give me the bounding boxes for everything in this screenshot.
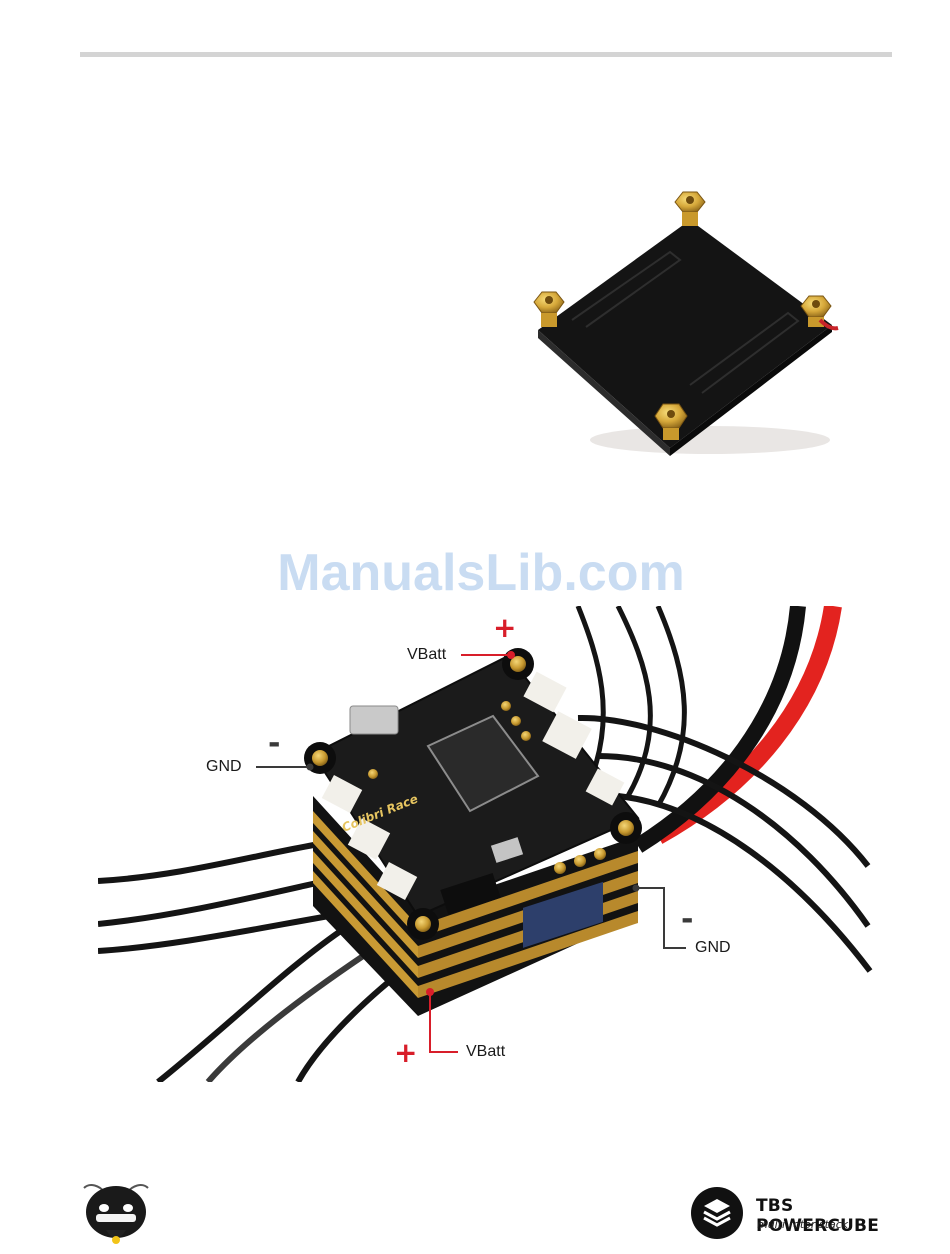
blacksheep-logo	[78, 1178, 154, 1248]
brand-subtitle: multi rotor stack	[757, 1218, 848, 1231]
vbatt-label-top: VBatt	[407, 646, 446, 664]
callout-gnd-right	[636, 888, 686, 948]
gnd-label-right: GND	[695, 939, 731, 957]
plus-sign-top: +	[493, 611, 516, 644]
gnd-label-left: GND	[206, 758, 242, 776]
plus-sign-bottom: +	[394, 1036, 417, 1069]
standoff	[675, 192, 705, 226]
top-rule	[80, 52, 892, 57]
layers-icon	[690, 1186, 744, 1240]
vbatt-label-bottom: VBatt	[466, 1043, 505, 1061]
minus-sign-right: -	[681, 902, 693, 937]
power-stack-photo: Colibri Race	[98, 606, 873, 1082]
tbs-powercube-brand: TBS POWERCUBE multi rotor stack	[690, 1186, 890, 1242]
mounting-plate-photo	[520, 180, 850, 470]
watermark: ManualsLib.com	[0, 543, 950, 603]
minus-sign-left: -	[268, 726, 280, 761]
